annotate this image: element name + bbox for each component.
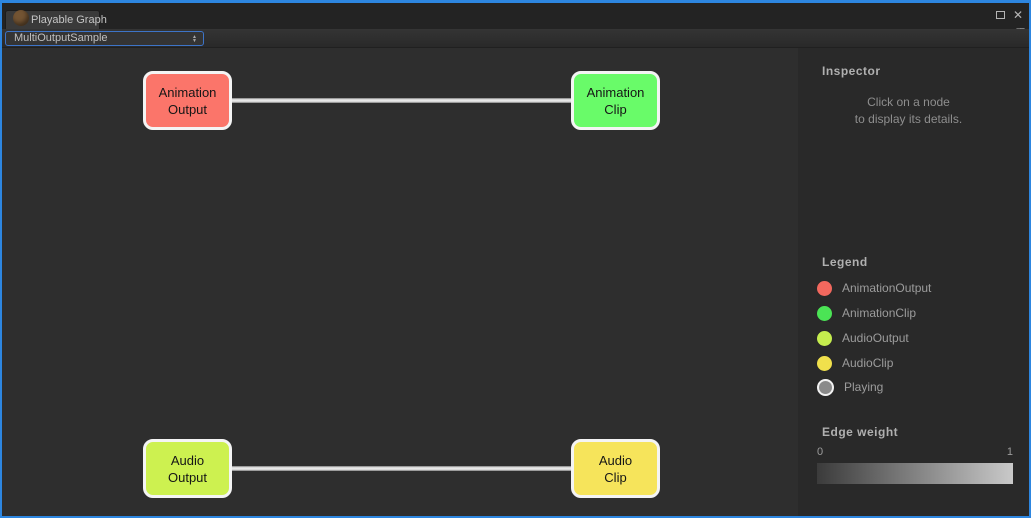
legend-item: AnimationClip: [817, 305, 916, 321]
tab-playable-graph[interactable]: Playable Graph: [5, 10, 107, 29]
edge-weight-gradient-bar: [817, 463, 1013, 484]
legend-label: AudioClip: [842, 356, 894, 370]
legend-label: AnimationOutput: [842, 281, 932, 295]
close-icon[interactable]: ✕: [1012, 8, 1023, 22]
tab-title: Playable Graph: [31, 14, 107, 26]
legend-dot-animation-output-icon: [817, 280, 832, 296]
edge-weight-max: 1: [1006, 446, 1013, 458]
legend-label: Playing: [844, 380, 884, 394]
graph-node-audio-output[interactable]: Audio Output: [143, 439, 232, 498]
legend-dot-playing-icon: [817, 378, 834, 396]
inspector-title: Inspector: [822, 64, 881, 78]
legend-label: AnimationClip: [842, 306, 917, 320]
graph-edge-audio: [229, 466, 574, 471]
graph-selector-value: MultiOutputSample: [14, 32, 108, 44]
edge-weight-min: 0: [817, 446, 824, 458]
toolbar: MultiOutputSample ▲▼: [2, 29, 1029, 48]
legend-label: AudioOutput: [842, 331, 909, 345]
legend-dot-animation-clip-icon: [817, 305, 832, 321]
graph-edge-animation: [229, 98, 574, 103]
graph-node-animation-output[interactable]: Animation Output: [143, 71, 232, 130]
graph-selector-dropdown[interactable]: MultiOutputSample ▲▼: [5, 31, 204, 46]
legend-title: Legend: [822, 255, 868, 269]
side-panel: Inspector Click on a node to display its…: [798, 48, 1029, 516]
legend-item: AudioOutput: [817, 330, 909, 346]
graph-canvas[interactable]: Animation Output Animation Clip Audio Ou…: [2, 48, 798, 516]
legend-dot-audio-output-icon: [817, 330, 832, 346]
legend-item: Playing: [817, 378, 884, 396]
graph-node-audio-clip[interactable]: Audio Clip: [571, 439, 660, 498]
edge-weight-title: Edge weight: [822, 425, 899, 439]
title-bar: Playable Graph ✕ ▾≡: [2, 3, 1029, 35]
inspector-hint: Click on a node to display its details.: [854, 95, 963, 126]
window-icon: [13, 10, 29, 26]
legend-dot-audio-clip-icon: [817, 355, 832, 371]
graph-node-animation-clip[interactable]: Animation Clip: [571, 71, 660, 130]
dropdown-arrows-icon: ▲▼: [192, 33, 197, 44]
legend-item: AudioClip: [817, 355, 893, 371]
legend-item: AnimationOutput: [817, 280, 931, 296]
maximize-icon[interactable]: [995, 11, 1005, 19]
